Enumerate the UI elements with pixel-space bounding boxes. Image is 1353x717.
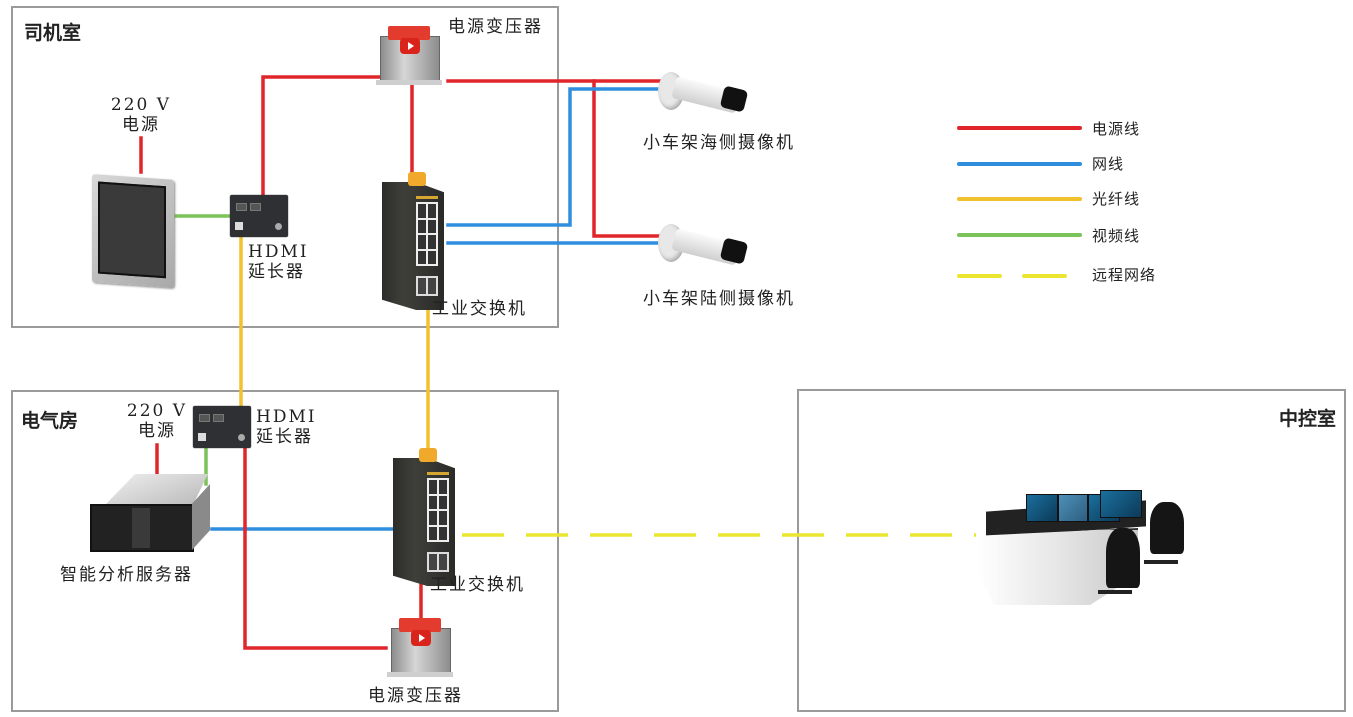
hdmi-extender-label-electrical: HDMI 延长器 [256,407,317,447]
hdmi-text: HDMI [248,242,309,262]
legend-label-fiber: 光纤线 [1092,190,1141,208]
hdmi-text: HDMI [256,407,317,427]
power-source-label-driver: 220 V 电源 [108,95,174,135]
power-line-hdmi-transformer [243,447,388,650]
transformer-label-driver: 电源变压器 [448,17,543,37]
legend-swatch-remote-a [957,274,1002,278]
industrial-switch-icon [382,172,444,312]
transformer-icon [376,24,442,86]
switch-label-driver: 工业交换机 [432,299,527,319]
voltage-text: 220 V [126,401,188,421]
chair-icon [1106,528,1140,588]
camera-land-side-icon [656,220,756,268]
extender-text: 延长器 [248,262,305,282]
legend-swatch-network [957,162,1082,166]
hdmi-extender-label-driver: HDMI 延长器 [248,242,309,282]
monitor-icon [92,174,174,288]
legend-swatch-power [957,126,1082,130]
chair-icon [1150,502,1184,554]
power-line-branch-land-camera [592,79,666,238]
legend-label-remote: 远程网络 [1092,266,1157,284]
power-text: 电源 [138,421,176,441]
play-icon [400,38,420,54]
hdmi-extender-icon [230,195,288,237]
control-console-icon [978,486,1193,611]
room-title-control: 中控室 [1279,408,1337,430]
server-icon [90,474,212,554]
power-text: 电源 [122,115,160,135]
extender-text: 延长器 [256,427,313,447]
hdmi-extender-icon [193,406,251,448]
server-label: 智能分析服务器 [60,565,193,585]
camera-sea-side-icon [656,68,756,116]
legend-label-network: 网线 [1092,155,1125,173]
power-line-transformer-hdmi [261,75,382,198]
legend-label-video: 视频线 [1092,227,1141,245]
room-driver [11,6,559,328]
power-source-label-electrical: 220 V 电源 [124,401,190,441]
room-title-electrical: 电气房 [21,410,79,432]
transformer-label-electrical: 电源变压器 [368,686,463,706]
room-electrical [11,390,559,712]
switch-label-electrical: 工业交换机 [430,575,525,595]
legend-swatch-remote-b [1022,274,1067,278]
legend-swatch-video [957,233,1082,237]
legend-swatch-fiber [957,197,1082,201]
transformer-icon [387,616,453,678]
legend-label-power: 电源线 [1092,120,1141,138]
room-title-driver: 司机室 [24,22,82,44]
camera-land-side-label: 小车架陆侧摄像机 [643,289,795,309]
network-line-switch-sea-camera [446,87,666,227]
industrial-switch-icon [393,448,455,588]
play-icon [411,630,431,646]
voltage-text: 220 V [110,95,172,115]
room-control [797,389,1346,712]
camera-sea-side-label: 小车架海侧摄像机 [643,133,795,153]
